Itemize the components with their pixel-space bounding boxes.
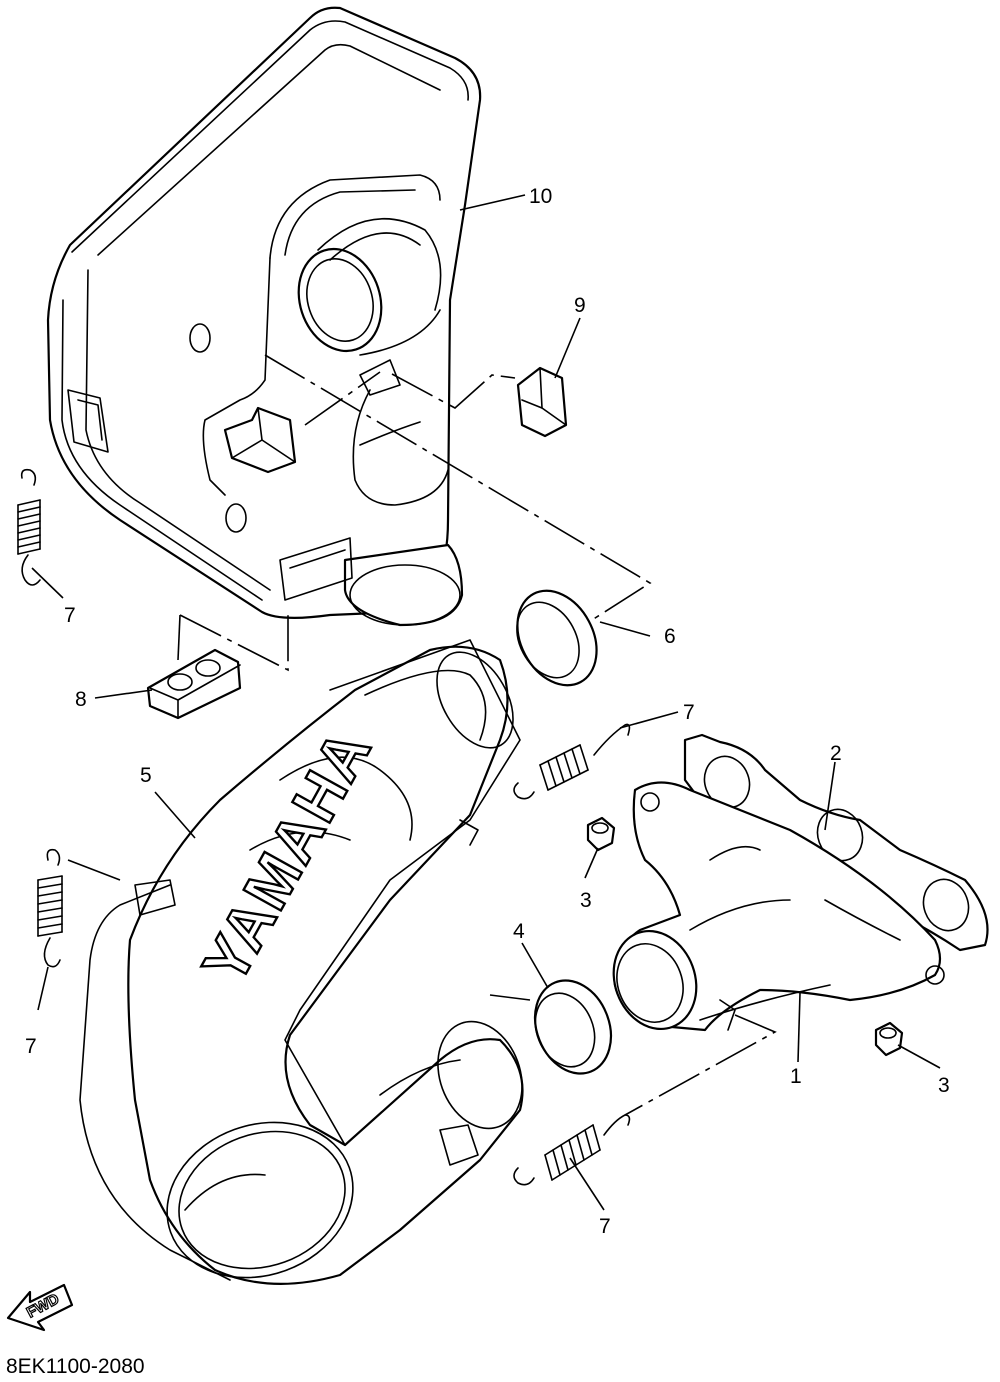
callout-5: 5	[140, 764, 152, 787]
callout-3-left: 3	[580, 889, 592, 912]
gasket-ring-part-4	[533, 979, 613, 1075]
callout-3-right: 3	[938, 1074, 950, 1097]
callout-7-upper-left: 7	[64, 604, 76, 627]
spring-part-7-upper-left	[17, 468, 41, 586]
muffler-box	[46, 6, 482, 627]
callout-6: 6	[664, 625, 676, 648]
nut-part-3-left	[586, 816, 616, 852]
callout-2: 2	[830, 742, 842, 765]
alignment-lines	[177, 354, 777, 1116]
callout-7-left: 7	[25, 1035, 37, 1058]
callout-9: 9	[574, 294, 586, 317]
expansion-chamber: YAMAHA	[79, 639, 524, 1285]
forward-arrow-icon: FWD	[6, 1283, 74, 1332]
damper-part-8	[146, 648, 242, 720]
callout-4: 4	[513, 920, 525, 943]
callout-8: 8	[75, 688, 87, 711]
spring-part-7-left	[37, 848, 63, 968]
gasket-ring-part-6	[516, 589, 598, 687]
nut-part-3-right	[874, 1021, 904, 1057]
callout-7-lower: 7	[599, 1215, 611, 1238]
damper-part-9	[516, 366, 568, 438]
spring-part-7-lower	[513, 1114, 631, 1186]
exhaust-manifold-part-1	[612, 781, 945, 1032]
part-code: 8EK1100-2080	[6, 1355, 145, 1378]
callout-labels: 10 9 7 6 8 7 5 2 3 7 4 1 3 7	[25, 185, 950, 1238]
callout-1: 1	[790, 1065, 802, 1088]
callout-10: 10	[529, 185, 552, 208]
spring-part-7-middle	[513, 723, 631, 800]
leader-lines	[31, 194, 941, 1211]
callout-7-middle: 7	[683, 701, 695, 724]
